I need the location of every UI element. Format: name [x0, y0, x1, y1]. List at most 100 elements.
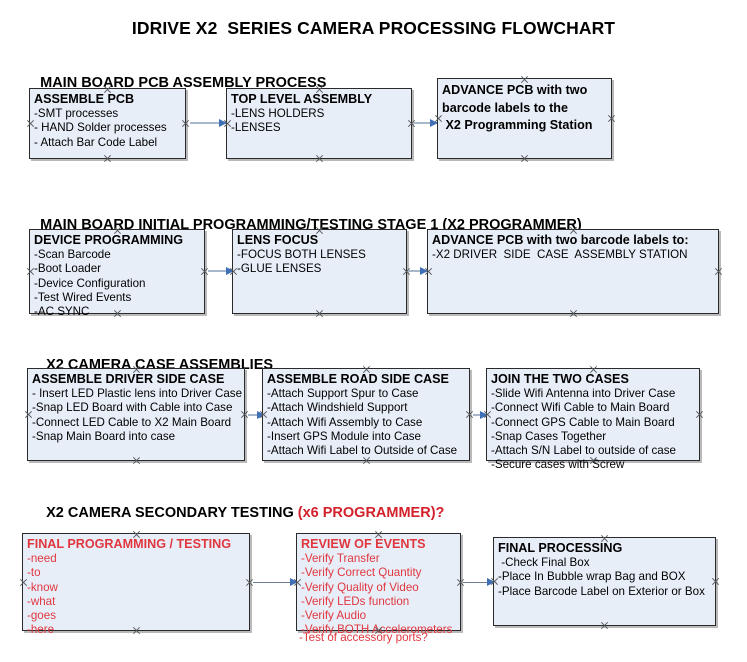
box-line: -Verify Correct Quantity	[301, 566, 422, 580]
box-line: -Snap Main Board into case	[32, 429, 176, 443]
process-box-device-programming[interactable]: DEVICE PROGRAMMING -Scan Barcode -Boot L…	[29, 229, 205, 318]
box-line: -know	[27, 580, 58, 594]
box-title: REVIEW OF EVENTS	[301, 537, 426, 551]
section-heading-x2-camera-secondary-testing: X2 CAMERA SECONDARY TESTING (x6 PROGRAMM…	[30, 489, 444, 537]
box-title: TOP LEVEL ASSEMBLY	[231, 92, 373, 106]
box-title: ADVANCE PCB with two barcode labels to:	[432, 233, 689, 247]
box-line: -FOCUS BOTH LENSES	[237, 248, 366, 261]
box-line: -Snap Cases Together	[491, 429, 607, 443]
box-content: ASSEMBLE PCB -SMT processes - HAND Solde…	[30, 89, 185, 152]
box-line: -Verify Transfer	[301, 552, 380, 565]
box-line: -AC SYNC	[34, 305, 90, 319]
box-title: ASSEMBLE ROAD SIDE CASE	[267, 372, 449, 386]
box-line: -Attach Windshield Support	[267, 401, 408, 415]
box-line: -Attach S/N Label to outside of case	[491, 444, 676, 458]
arrow-device-programming-to-lens-focus	[208, 266, 234, 275]
connector-handle-bottom[interactable]	[600, 621, 609, 630]
box-line: -X2 DRIVER SIDE CASE ASSEMBLY STATION	[432, 248, 688, 261]
section-heading-red-note: (x6 PROGRAMMER)?	[297, 505, 445, 521]
process-box-top-level-assembly[interactable]: TOP LEVEL ASSEMBLY -LENS HOLDERS -LENSES	[226, 88, 412, 159]
box-line: -Verify BOTH Accelerometers	[301, 623, 453, 637]
box-line: -Test Wired Events	[34, 290, 132, 304]
connector-handle-bottom[interactable]	[315, 309, 324, 318]
box-line: -need	[27, 552, 57, 565]
box-line: -Verify Audio	[301, 609, 367, 623]
box-line: -Verify LEDs function	[301, 594, 410, 608]
section-heading-main-board-pcb-assembly: MAIN BOARD PCB ASSEMBLY PROCESS	[24, 59, 326, 107]
box-content: ADVANCE PCB with two barcode labels to: …	[428, 230, 718, 264]
arrow-lens-focus-to-advance-pcb	[409, 266, 428, 275]
box-line: -GLUE LENSES	[237, 262, 322, 276]
box-line: -Place In Bubble wrap Bag and BOX	[498, 570, 686, 584]
arrow-road-side-case-to-join-cases	[473, 410, 488, 419]
process-box-review-of-events[interactable]: REVIEW OF EVENTS -Verify Transfer -Verif…	[296, 533, 461, 636]
box-title: FINAL PROCESSING	[498, 541, 623, 555]
connector-handle-bottom[interactable]	[315, 154, 324, 163]
process-box-assemble-driver-side-case[interactable]: ASSEMBLE DRIVER SIDE CASE - Insert LED P…	[27, 368, 245, 461]
arrow-review-of-events-to-final-processing	[463, 578, 495, 586]
box-line: -to	[27, 566, 41, 580]
box-title: ASSEMBLE DRIVER SIDE CASE	[32, 372, 225, 386]
box-title-line2: barcode labels to the	[442, 100, 568, 115]
box-line: -Verify Quality of Video	[301, 580, 419, 594]
box-content: DEVICE PROGRAMMING -Scan Barcode -Boot L…	[30, 230, 204, 321]
box-line: -Place Barcode Label on Exterior or Box	[498, 584, 705, 598]
box-line: -goes	[27, 609, 57, 623]
connector-handle-bottom[interactable]	[569, 309, 578, 318]
arrow-driver-side-case-to-road-side-case	[248, 410, 265, 419]
section-heading-text: MAIN BOARD PCB ASSEMBLY PROCESS	[40, 75, 327, 91]
process-box-final-programming-testing[interactable]: FINAL PROGRAMMING / TESTING -need -to -k…	[22, 533, 250, 636]
box-line: -Boot Loader	[34, 262, 102, 276]
box-content: REVIEW OF EVENTS -Verify Transfer -Verif…	[297, 534, 460, 640]
connector-handle-right[interactable]	[714, 267, 723, 276]
box-title: DEVICE PROGRAMMING	[34, 233, 184, 247]
box-title: LENS FOCUS	[237, 233, 319, 247]
box-line: -what	[27, 594, 56, 608]
box-content: ADVANCE PCB with two barcode labels to t…	[438, 79, 611, 137]
box-line: - Insert LED Plastic lens into Driver Ca…	[32, 387, 243, 400]
box-line: -Device Configuration	[34, 276, 146, 290]
box-line: -Insert GPS Module into Case	[267, 429, 422, 443]
box-content: LENS FOCUS -FOCUS BOTH LENSES -GLUE LENS…	[233, 230, 406, 279]
box-title: ADVANCE PCB with two	[442, 83, 588, 97]
connector-handle-bottom[interactable]	[132, 456, 141, 465]
box-title: FINAL PROGRAMMING / TESTING	[27, 537, 232, 551]
box-line: -Connect LED Cable to X2 Main Board	[32, 415, 232, 429]
box-line: -Secure cases with Screw	[491, 458, 625, 472]
process-box-advance-pcb-to-driver-side-case-assembly[interactable]: ADVANCE PCB with two barcode labels to: …	[427, 229, 719, 314]
process-box-final-processing[interactable]: FINAL PROCESSING -Check Final Box -Place…	[493, 537, 716, 626]
arrow-assemble-pcb-to-top-level-assembly	[190, 118, 227, 127]
arrow-final-programming-to-review-of-events	[253, 578, 298, 586]
box-content: ASSEMBLE ROAD SIDE CASE -Attach Support …	[263, 369, 469, 460]
page-title: IDRIVE X2 SERIES CAMERA PROCESSING FLOWC…	[131, 18, 616, 38]
box-content: ASSEMBLE DRIVER SIDE CASE - Insert LED P…	[28, 369, 244, 446]
box-line: -Slide Wifi Antenna into Driver Case	[491, 387, 676, 400]
process-box-lens-focus[interactable]: LENS FOCUS -FOCUS BOTH LENSES -GLUE LENS…	[232, 229, 407, 314]
box-content: FINAL PROGRAMMING / TESTING -need -to -k…	[23, 534, 249, 640]
connector-handle-bottom[interactable]	[103, 154, 112, 163]
box-content: JOIN THE TWO CASES -Slide Wifi Antenna i…	[487, 369, 699, 475]
process-box-join-the-two-cases[interactable]: JOIN THE TWO CASES -Slide Wifi Antenna i…	[486, 368, 700, 471]
box-line: - Attach Bar Code Label	[34, 135, 158, 149]
box-title: ASSEMBLE PCB	[34, 92, 135, 106]
box-content: TOP LEVEL ASSEMBLY -LENS HOLDERS -LENSES	[227, 89, 411, 138]
box-line: -Attach Wifi Label to Outside of Case	[267, 444, 458, 458]
box-line: -Attach Support Spur to Case	[267, 387, 419, 400]
process-box-advance-pcb-to-x2-programming-station[interactable]: ADVANCE PCB with two barcode labels to t…	[437, 78, 612, 159]
box-line: -Connect Wifi Cable to Main Board	[491, 401, 670, 415]
process-box-assemble-pcb[interactable]: ASSEMBLE PCB -SMT processes - HAND Solde…	[29, 88, 186, 159]
arrow-top-level-assembly-to-advance-pcb	[414, 118, 438, 127]
box-line: -SMT processes	[34, 107, 119, 120]
box-line: -Attach Wifi Assembly to Case	[267, 415, 423, 429]
box-line: - HAND Solder processes	[34, 121, 167, 135]
box-title: JOIN THE TWO CASES	[491, 372, 629, 386]
box-line: -Snap LED Board with Cable into Case	[32, 401, 233, 415]
process-box-assemble-road-side-case[interactable]: ASSEMBLE ROAD SIDE CASE -Attach Support …	[262, 368, 470, 461]
box-line: -Check Final Box	[498, 556, 590, 569]
box-line: -here	[27, 623, 55, 637]
box-line: -Connect GPS Cable to Main Board	[491, 415, 675, 429]
box-title-line3: X2 Programming Station	[442, 118, 593, 132]
connector-handle-bottom[interactable]	[520, 154, 529, 163]
section-heading-text: X2 CAMERA SECONDARY TESTING	[46, 505, 298, 521]
